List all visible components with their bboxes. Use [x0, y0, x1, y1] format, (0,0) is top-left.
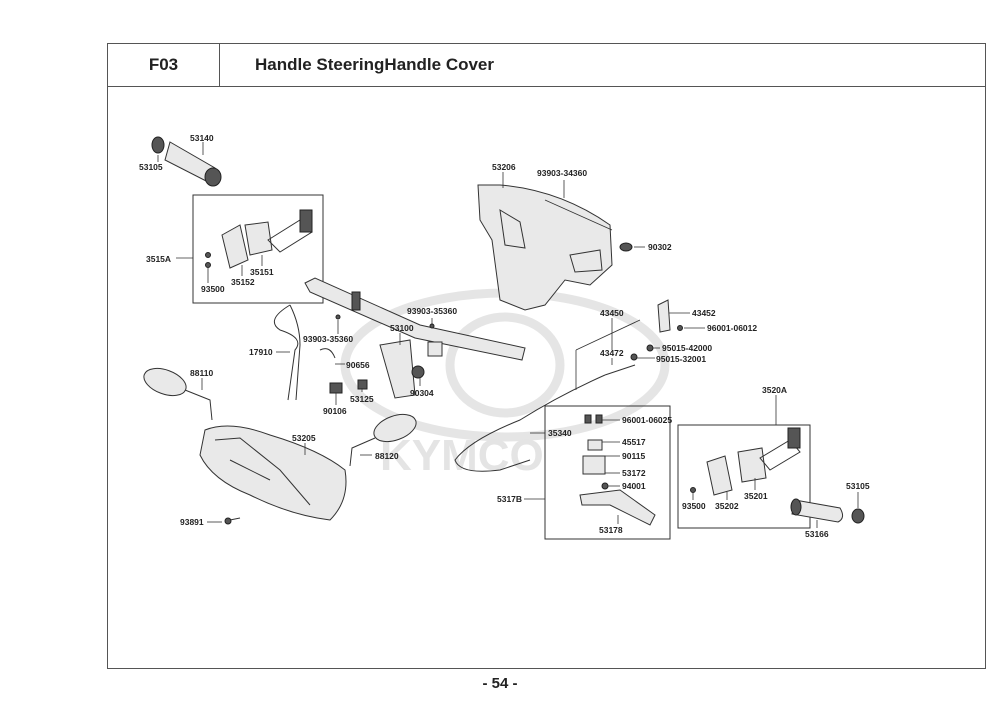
label-88120: 88120: [375, 451, 399, 461]
label-17910: 17910: [249, 347, 273, 357]
label-94001: 94001: [622, 481, 646, 491]
small-parts-center: [319, 314, 435, 394]
label-93500-left: 93500: [201, 284, 225, 294]
label-53105-left: 53105: [139, 162, 163, 172]
label-53140: 53140: [190, 133, 214, 143]
label-53125: 53125: [350, 394, 374, 404]
watermark-text: KYMCO: [380, 431, 544, 480]
rear-handle-cover: [199, 425, 347, 521]
right-switch: [690, 427, 801, 496]
label-35151: 35151: [250, 267, 274, 277]
label-90115: 90115: [622, 451, 645, 461]
left-switch: [205, 209, 313, 269]
label-3520A: 3520A: [762, 385, 787, 395]
screw-90302: [619, 242, 633, 252]
label-53166: 53166: [805, 529, 829, 539]
label-35201: 35201: [744, 491, 768, 501]
label-53206: 53206: [492, 162, 516, 172]
label-43452: 43452: [692, 308, 716, 318]
diagram-frame: [107, 43, 986, 669]
label-96001-06012: 96001-06012: [707, 323, 757, 333]
bracket-43452: [630, 299, 683, 361]
label-43472: 43472: [600, 348, 624, 358]
page-number: - 54 -: [482, 675, 518, 692]
label-93891: 93891: [180, 517, 204, 527]
left-switch-group-box: [192, 194, 324, 304]
label-96001-06025: 96001-06025: [622, 415, 672, 425]
section-title: Handle SteeringHandle Cover: [255, 55, 495, 74]
right-switch-group-box: [677, 424, 811, 529]
label-53100: 53100: [390, 323, 414, 333]
label-45517: 45517: [622, 437, 646, 447]
label-93903-35360-left: 93903-35360: [303, 334, 353, 344]
label-93903-34360: 93903-34360: [537, 168, 587, 178]
left-grip: [151, 136, 222, 187]
label-5317B: 5317B: [497, 494, 522, 504]
label-90302: 90302: [648, 242, 672, 252]
right-grip: [790, 498, 865, 524]
label-35202: 35202: [715, 501, 739, 511]
front-handle-cover: [477, 184, 613, 311]
header-divider: [107, 86, 986, 87]
mirror-right: [349, 413, 417, 467]
brake-cable: [454, 319, 641, 472]
label-53178: 53178: [599, 525, 623, 535]
throttle-cable: [273, 304, 301, 401]
label-53105-right: 53105: [846, 481, 870, 491]
label-93903-35360-center: 93903-35360: [407, 306, 457, 316]
label-90656: 90656: [346, 360, 370, 370]
label-43450: 43450: [600, 308, 624, 318]
label-53205: 53205: [292, 433, 316, 443]
label-3515A: 3515A: [146, 254, 171, 264]
mirror-left: [143, 367, 213, 421]
label-53172: 53172: [622, 468, 646, 478]
kymco-watermark: KYMCO: [340, 288, 670, 480]
label-90106: 90106: [323, 406, 347, 416]
brake-lever-assembly: [579, 414, 656, 526]
label-90304: 90304: [410, 388, 434, 398]
leader-lines: [157, 142, 859, 528]
label-88110: 88110: [190, 368, 213, 378]
label-95015-32001: 95015-32001: [656, 354, 706, 364]
brake-lever-group-box: [544, 405, 671, 540]
screw-93891: [224, 517, 241, 525]
label-35152: 35152: [231, 277, 255, 287]
label-35340: 35340: [548, 428, 572, 438]
part-labels: 53140 53105 3515A 35151 35152 93500 5320…: [139, 133, 870, 539]
label-95015-42000: 95015-42000: [662, 343, 712, 353]
label-93500-right: 93500: [682, 501, 706, 511]
